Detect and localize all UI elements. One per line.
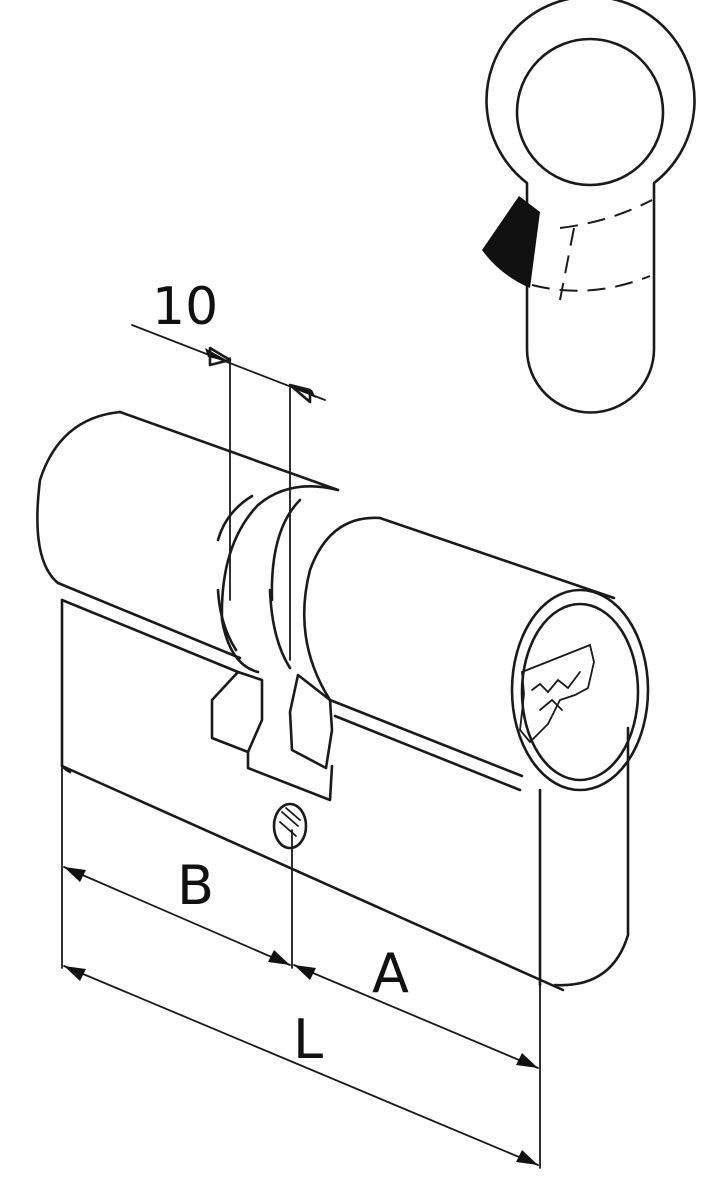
cam-width-label: 10 [152, 277, 218, 337]
length-a-label: A [372, 942, 409, 1005]
cam-profile [482, 196, 540, 288]
length-b-label: B [177, 854, 214, 917]
cylinder-profile-view [482, 0, 696, 414]
keyway-icon [519, 643, 595, 744]
total-length-label: L [293, 1008, 323, 1071]
cylinder-body [36, 410, 650, 992]
dimension-lines [61, 324, 541, 1169]
